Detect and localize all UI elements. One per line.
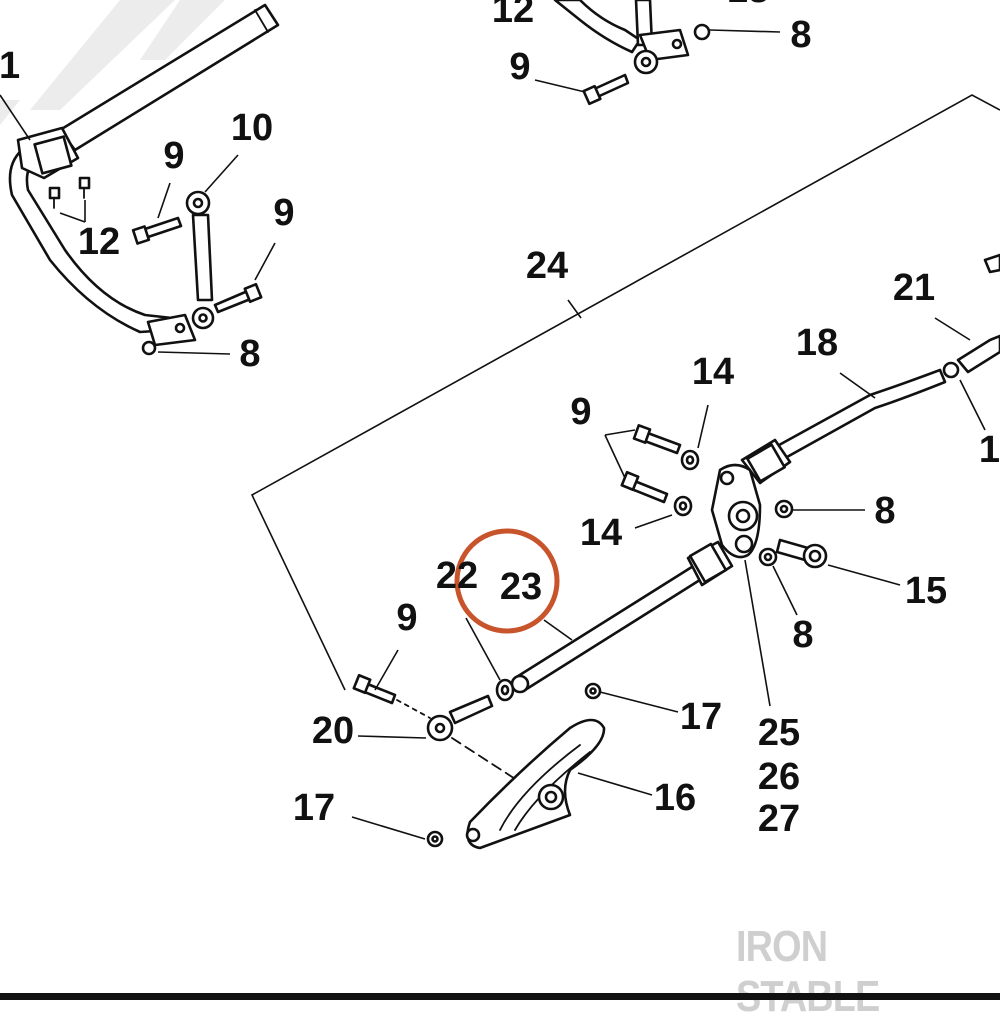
callout-c12-left: 12 [78, 221, 120, 263]
callout-c9-left-b: 9 [273, 192, 294, 234]
nuts-8-mid [758, 499, 794, 567]
highlight-ring [454, 528, 560, 634]
callout-c8-mid-a: 8 [874, 490, 895, 532]
callout-c23: 23 [500, 566, 542, 608]
callout-c8-mid-b: 8 [792, 614, 813, 656]
bushings-17 [426, 682, 602, 848]
washers-14 [673, 449, 700, 517]
callout-c9-low: 9 [396, 597, 417, 639]
bellcrank [710, 463, 762, 559]
parts-diagram: 11 12 13 8 9 10 9 9 12 8 24 21 18 14 9 19 8 14 22 23 15 9 8 17 2… [0, 0, 1000, 850]
callout-c9-mid: 9 [570, 391, 591, 433]
callout-c8-top: 8 [790, 14, 811, 56]
end-link-top [553, 0, 711, 106]
callout-c9-top: 9 [509, 46, 530, 88]
lower-rod-23 [510, 540, 734, 694]
bottom-border [0, 993, 1000, 1000]
upper-rod-18 [740, 253, 1000, 485]
watermark: IRON STABLE [736, 922, 880, 1021]
background-wedges [0, 0, 225, 125]
sway-bar-upper-left [8, 3, 280, 356]
bolt-15 [775, 538, 828, 569]
callout-c8-left: 8 [239, 333, 260, 375]
assembly-bracket-24 [250, 94, 1000, 691]
callout-c11: 11 [0, 45, 20, 87]
callout-c14-b: 14 [580, 512, 622, 554]
callout-c15: 15 [905, 570, 947, 612]
callout-c25: 25 [758, 712, 800, 754]
callout-c9-left-a: 9 [163, 135, 184, 177]
callout-c27: 27 [758, 798, 800, 840]
callout-c12-top: 12 [492, 0, 534, 31]
bolts-9-mid [620, 424, 682, 504]
callout-c26: 26 [758, 756, 800, 798]
end-link-10 [185, 190, 215, 330]
callout-c21: 21 [893, 267, 935, 309]
jam-nut-22 [495, 678, 515, 702]
callout-c20: 20 [312, 710, 354, 752]
callout-c10: 10 [231, 107, 273, 149]
callout-c18: 18 [796, 322, 838, 364]
callout-c24: 24 [526, 245, 568, 287]
callout-c19: 19 [979, 429, 1000, 471]
callout-c13-top: 13 [727, 0, 769, 11]
callout-c17-b: 17 [293, 787, 335, 829]
callout-c22: 22 [436, 555, 478, 597]
rod-end-20 [426, 694, 494, 742]
callout-c14-a: 14 [692, 351, 734, 393]
callout-c17-a: 17 [680, 696, 722, 738]
callout-c16: 16 [654, 777, 696, 819]
leader-lines [0, 29, 986, 840]
bracket-16 [465, 718, 606, 850]
bolts-9-left [131, 216, 263, 314]
callout-labels: 11 12 13 8 9 10 9 9 12 8 24 21 18 14 9 19 8 14 22 23 15 9 8 17 2… [0, 0, 1000, 840]
